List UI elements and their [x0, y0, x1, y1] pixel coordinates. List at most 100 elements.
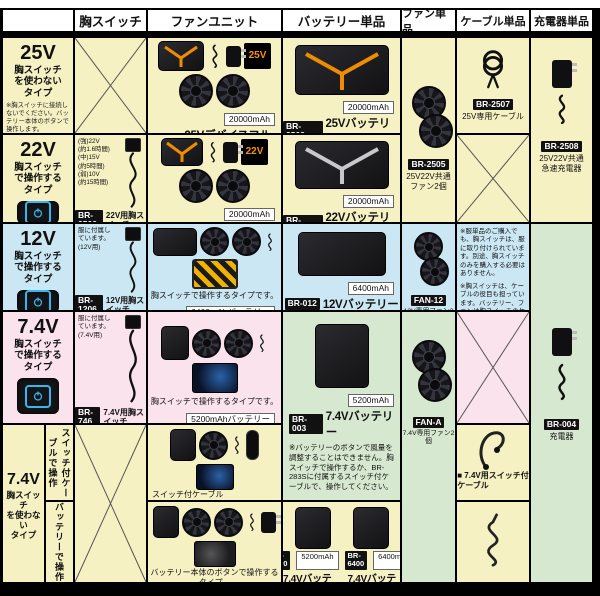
- cable-icon: [235, 436, 239, 454]
- header-fan-single: ファン単品: [402, 10, 457, 38]
- cable-icon: [557, 363, 566, 401]
- voltage-box-label: 25V: [248, 50, 267, 61]
- fan-icon: [182, 507, 211, 537]
- not-available-cross-icon: [75, 425, 146, 582]
- row-74v-switch-title: 7.4V 胸スイッチ で操作する タイプ: [3, 312, 75, 425]
- capacity-chip: 5200mAhバッテリー: [186, 412, 275, 423]
- power-adapter-icon: [222, 141, 243, 163]
- cell-2522-fan-single: BR-2505 25V22V共通 ファン2個: [402, 38, 457, 224]
- charger-adapter-icon: [551, 328, 577, 356]
- subrow-label: バッテリーで操作: [54, 502, 64, 582]
- battery-image: [314, 324, 369, 388]
- battery-image: [294, 45, 389, 95]
- battery-image: [153, 227, 197, 256]
- accent: [304, 52, 379, 90]
- cell-12v-fan-single: FAN-12 12V専用ファン2個: [402, 224, 457, 312]
- model-badge: BR-746: [75, 407, 101, 423]
- model-badge: BR-003: [289, 413, 323, 435]
- fan-unit-caption: 胸スイッチで操作するタイプです。: [150, 397, 279, 406]
- battery-image: [294, 507, 331, 549]
- voltage-label: 12V: [20, 228, 56, 250]
- cable-icon: [558, 94, 565, 125]
- row-74v-noswitch-title: 7.4V 胸スイッチ を使わない タイプ: [3, 425, 46, 584]
- capacity-chip: 5200mAh: [347, 394, 394, 408]
- product-name: 25V専用ケーブル: [462, 112, 524, 121]
- battery-image: [170, 429, 196, 461]
- model-badge: BR-4600: [283, 551, 291, 570]
- cell-74vn-plain-cable: [457, 502, 531, 584]
- fan-icon: [418, 114, 453, 148]
- cell-74-12-charger: BR-004 充電器: [531, 224, 594, 584]
- type-label: 胸スイッチ で操作する タイプ: [14, 339, 62, 373]
- subrow-switch-cable-label: スイッチ付ケーブルで操作: [46, 425, 75, 502]
- power-adapter-icon: [225, 45, 246, 67]
- fan-unit-caption: スイッチ付ケーブル で操作するタイプ。: [152, 490, 224, 500]
- model-badge: BR-2505: [408, 159, 449, 171]
- fan-unit-caption: バッテリー本体のボタンで操作するタイプ。: [150, 568, 279, 584]
- model-badge: BR-2500: [148, 132, 182, 133]
- battery-image: [294, 141, 389, 189]
- switch-cable-remote-icon: [246, 430, 259, 460]
- not-available-cross-icon: [457, 312, 529, 423]
- battery-image: [161, 326, 189, 360]
- voltage-label: 22V: [20, 139, 56, 161]
- row-25v-title: 25V 胸スイッチ を使わない タイプ ※胸スイッチに接続しないでください。バッ…: [3, 38, 75, 135]
- header-chest-switch: 胸スイッチ: [75, 10, 148, 38]
- type-label: 胸スイッチ で操作する タイプ: [14, 251, 62, 285]
- cell-74vn-chest-none: [75, 425, 148, 584]
- voltage-box-label: 22V: [245, 146, 264, 157]
- cable-icon: [212, 44, 218, 68]
- product-name: 12V専用ファン2個: [403, 308, 454, 312]
- cell-22v-chest-switch: (強)22V (約1.6時間) (中)15V (約5時間) (弱)10V (約1…: [75, 135, 148, 224]
- fan-icon: [199, 430, 228, 460]
- type-label: 胸スイッチ を使わない タイプ: [14, 65, 62, 99]
- cell-12v-cable-note: ※服単品のご購入でも、胸スイッチは、服に取り付けられています。別途、胸スイッチの…: [457, 224, 531, 312]
- fan-icon: [200, 227, 229, 256]
- cable-icon: [260, 334, 264, 352]
- capacity-chip: 6400mAh: [373, 551, 400, 570]
- header-empty: [3, 10, 75, 38]
- header-charger-single: 充電器単品: [531, 10, 594, 38]
- cell-22v-fan-unit: 22V 20000mAh BR-250122Vデバイスフルセット: [148, 135, 283, 224]
- chest-switch-icon: [17, 201, 59, 222]
- voltage-label: 25V: [20, 42, 56, 64]
- header-label: 充電器単品: [534, 15, 589, 28]
- cable-note-1: ※服単品のご購入でも、胸スイッチは、服に取り付けられています。別途、胸スイッチの…: [460, 228, 525, 278]
- product-name: 12Vバッテリー: [322, 299, 399, 311]
- power-icon: [33, 391, 43, 401]
- fan-icon: [232, 227, 261, 256]
- header-cable-single: ケーブル単品: [457, 10, 531, 38]
- capacity-chip: 20000mAh: [223, 113, 275, 127]
- header-label: ファンユニット: [170, 15, 259, 29]
- fan-icon: [216, 74, 250, 108]
- model-badge: BR-2508: [541, 141, 582, 153]
- fan-icon: [216, 169, 250, 203]
- product-name: 22Vバッテリー: [325, 212, 391, 224]
- switch-box-icon: [125, 138, 141, 152]
- product-screen-image: [195, 464, 234, 490]
- chest-switch-icon: [17, 290, 59, 310]
- cell-25v-chest-none: [75, 38, 148, 135]
- accent: [165, 141, 198, 162]
- product-name: 12V用胸スイッチ: [105, 295, 145, 312]
- cell-22v-battery: 20000mAh BR-250322Vバッテリー: [283, 135, 402, 224]
- battery-image: [297, 232, 386, 276]
- cable-icon: [268, 232, 272, 251]
- cell-25v-fan-unit: 25V 20000mAh BR-250025Vデバイスフルセット: [148, 38, 283, 135]
- cell-74vn-fan-unit-switchcable: スイッチ付ケーブル で操作するタイプ。 5200mAhバッテリー BR-283S…: [148, 425, 283, 502]
- cell-25v-battery: 20000mAh BR-250225Vバッテリー: [283, 38, 402, 135]
- cable-icon: [128, 329, 137, 403]
- model-badge: BR-012: [284, 298, 320, 310]
- model-badge: BR-2507: [472, 99, 514, 111]
- fan-icon: [224, 328, 253, 358]
- cable-note-2: ※胸スイッチは、ケーブルの役目も担っています。バッテリー、ファンは胸スイッチのケ…: [460, 282, 525, 312]
- not-available-cross-icon: [457, 135, 529, 222]
- header-fan-unit: ファンユニット: [148, 10, 283, 38]
- cell-74v-fan-unit: 胸スイッチで操作するタイプです。 5200mAhバッテリー BR-2837.4V…: [148, 312, 283, 425]
- switch-box-icon: [125, 227, 141, 241]
- product-name: 7.4Vバッテリー: [347, 573, 397, 584]
